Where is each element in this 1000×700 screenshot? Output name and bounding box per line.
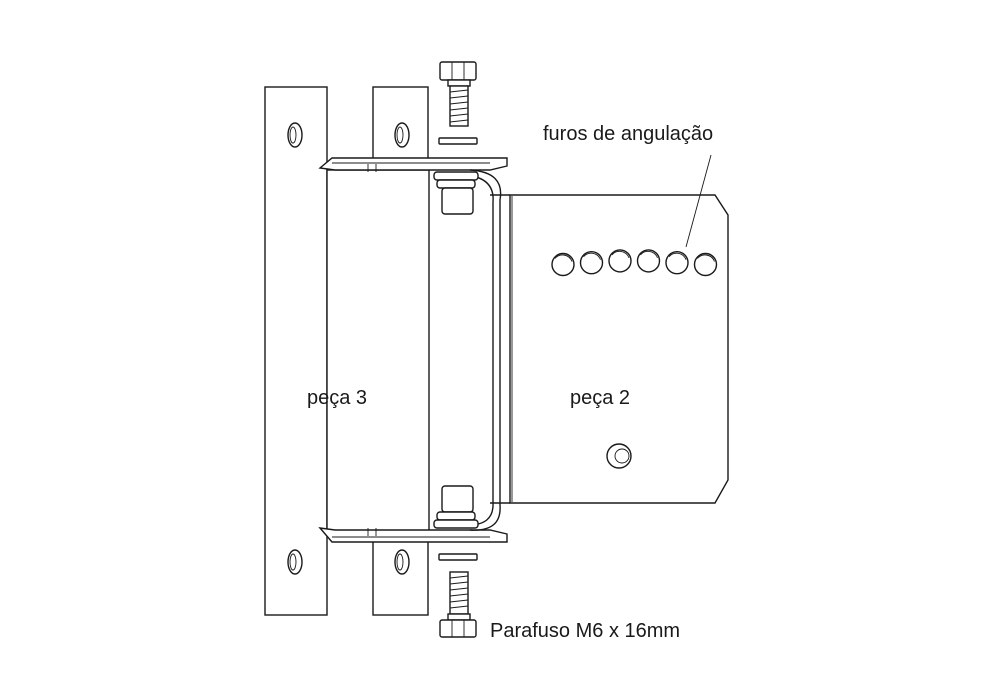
- bolt-label: Parafuso M6 x 16mm: [490, 620, 680, 642]
- upper-bolt: [439, 61, 477, 127]
- angle-holes-leader: [685, 154, 712, 248]
- angle-hole: [636, 249, 661, 273]
- hinge-spine: [465, 169, 502, 531]
- angle-hole: [608, 249, 632, 273]
- angle-hole: [551, 252, 575, 277]
- part3-body: [326, 169, 430, 533]
- upper-washer: [438, 137, 478, 145]
- angle-holes-group: [551, 249, 718, 277]
- part2-pin-hole: [606, 443, 632, 469]
- upper-small-plate: [372, 86, 429, 163]
- angle-holes-label: furos de angulação: [543, 123, 713, 145]
- angle-hole: [693, 252, 718, 277]
- angle-hole: [665, 251, 689, 275]
- part2-label: peça 2: [570, 387, 630, 409]
- lower-washer: [438, 553, 478, 561]
- upper-flange: [318, 157, 508, 172]
- part3-label: peça 3: [307, 387, 367, 409]
- angle-hole: [579, 251, 604, 275]
- lower-bushing: [433, 485, 479, 529]
- lower-flange: [318, 527, 508, 543]
- upper-bushing: [433, 171, 479, 215]
- lower-small-plate: [372, 539, 429, 616]
- lower-bolt: [439, 571, 477, 638]
